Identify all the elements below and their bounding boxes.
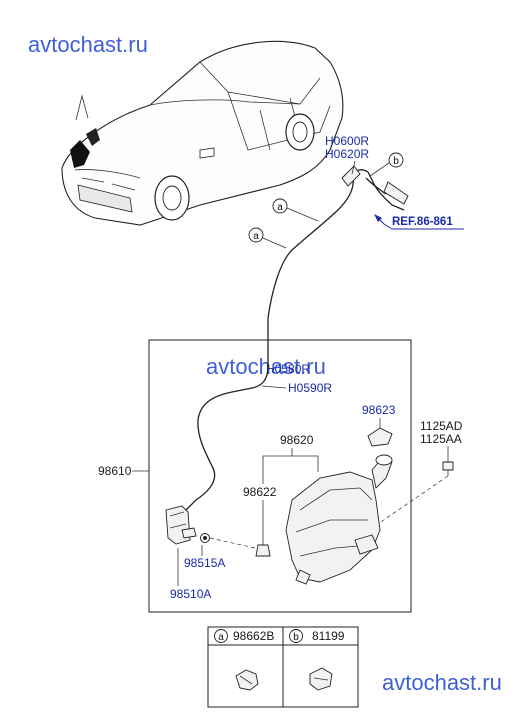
- reference-link[interactable]: REF.86-861: [374, 214, 464, 230]
- washer-reservoir: [285, 454, 393, 585]
- part-label-98622: 98622: [243, 485, 277, 499]
- front-washer-hose: [267, 165, 409, 319]
- watermark-top: avtochast.ru: [28, 32, 148, 57]
- hose-clip-a: [235, 669, 259, 691]
- mounting-bolt: [442, 461, 454, 471]
- part-label-1125ad: 1125AD: [420, 419, 463, 433]
- part-label-98610: 98610: [98, 464, 132, 478]
- part-label-98620: 98620: [280, 433, 314, 447]
- legend-table: a 98662B b 81199: [207, 626, 359, 708]
- reservoir-cap: [367, 427, 393, 447]
- hose-label-h0580r: H0580R: [266, 362, 310, 376]
- part-label-98510a: 98510A: [170, 587, 211, 601]
- watermark-middle: avtochast.ru: [206, 354, 326, 379]
- hose-label-h0590r: H0590R: [288, 381, 332, 395]
- washer-pump: [165, 505, 197, 545]
- callout-a-upper: a: [277, 202, 283, 213]
- part-label-98515a: 98515A: [184, 556, 225, 570]
- hose-label-h0620r: H0620R: [325, 147, 369, 161]
- reference-label[interactable]: REF.86-861: [392, 216, 453, 228]
- part-label-98623: 98623: [362, 403, 396, 417]
- legend-b-letter: b: [293, 632, 299, 643]
- rear-washer-hose: [185, 318, 287, 511]
- assembly-frame: [148, 339, 412, 613]
- callout-a-lower: a: [253, 231, 259, 242]
- legend-b-part: 81199: [312, 629, 345, 643]
- car-illustration: [61, 40, 344, 226]
- legend-a-letter: a: [218, 632, 224, 643]
- watermark-bottom: avtochast.ru: [382, 670, 502, 695]
- hose-label-h0600r: H0600R: [325, 134, 369, 148]
- pump-grommet: [200, 533, 210, 543]
- callout-b-top: b: [393, 156, 399, 167]
- legend-a-part: 98662B: [233, 629, 274, 643]
- part-label-1125aa: 1125AA: [420, 432, 462, 446]
